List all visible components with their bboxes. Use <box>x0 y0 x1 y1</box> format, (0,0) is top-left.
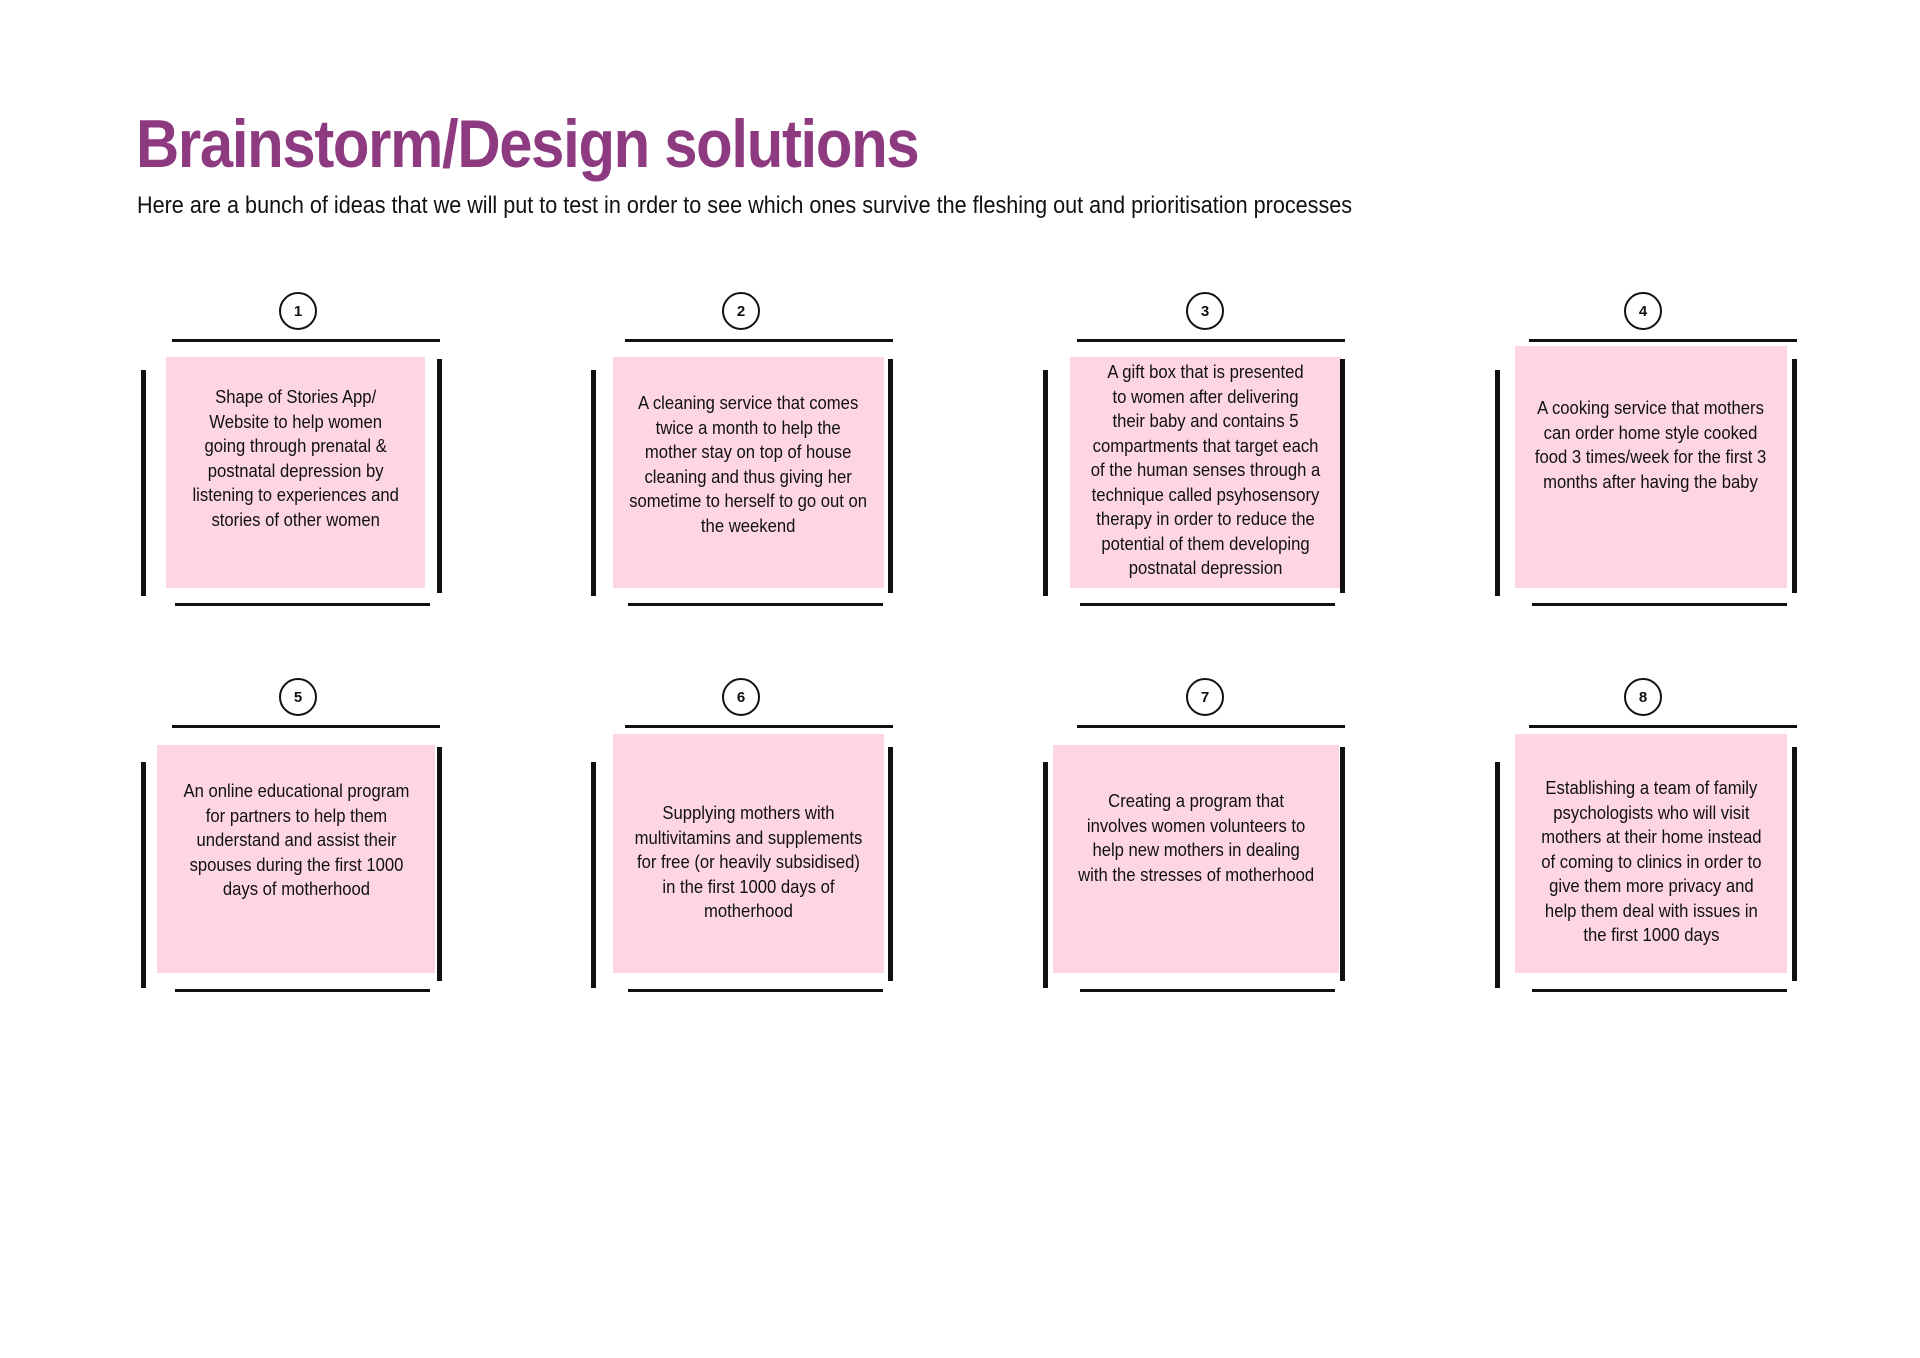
frame-left-line <box>1495 370 1500 596</box>
frame-bottom-line <box>175 603 430 606</box>
idea-card-5: 5 An online educational program for part… <box>140 678 560 1008</box>
frame-bottom-line <box>1532 603 1787 606</box>
page-subtitle: Here are a bunch of ideas that we will p… <box>137 192 1353 219</box>
frame-top-line <box>1529 725 1797 728</box>
idea-number-badge: 5 <box>279 678 317 716</box>
idea-card-7: 7 Creating a program that involves women… <box>1042 678 1462 1008</box>
frame-left-line <box>591 762 596 988</box>
frame-right-line <box>437 747 442 981</box>
frame-left-line <box>1043 762 1048 988</box>
sticky-note: A gift box that is presented to women af… <box>1070 357 1341 588</box>
frame-left-line <box>1043 370 1048 596</box>
frame-bottom-line <box>628 989 883 992</box>
sticky-note: Creating a program that involves women v… <box>1053 745 1339 973</box>
idea-number-badge: 3 <box>1186 292 1224 330</box>
idea-number-badge: 1 <box>279 292 317 330</box>
idea-text: A gift box that is presented to women af… <box>1090 361 1321 578</box>
idea-number-badge: 6 <box>722 678 760 716</box>
idea-number-badge: 7 <box>1186 678 1224 716</box>
frame-top-line <box>172 339 440 342</box>
frame-left-line <box>141 370 146 596</box>
frame-left-line <box>141 762 146 988</box>
frame-bottom-line <box>1080 603 1335 606</box>
sticky-note: Supplying mothers with multivitamins and… <box>613 734 884 973</box>
idea-card-2: 2 A cleaning service that comes twice a … <box>590 292 1010 622</box>
idea-text: Shape of Stories App/ Website to help wo… <box>192 386 399 530</box>
sticky-note: A cooking service that mothers can order… <box>1515 346 1787 588</box>
idea-text: A cleaning service that comes twice a mo… <box>629 392 868 536</box>
frame-right-line <box>1340 359 1345 593</box>
frame-top-line <box>1529 339 1797 342</box>
idea-card-8: 8 Establishing a team of family psycholo… <box>1494 678 1914 1008</box>
idea-card-6: 6 Supplying mothers with multivitamins a… <box>590 678 1010 1008</box>
sticky-note: A cleaning service that comes twice a mo… <box>613 357 884 588</box>
idea-text: An online educational program for partne… <box>183 780 409 899</box>
frame-right-line <box>888 359 893 593</box>
sticky-note: Shape of Stories App/ Website to help wo… <box>166 357 425 588</box>
frame-bottom-line <box>1080 989 1335 992</box>
idea-card-3: 3 A gift box that is presented to women … <box>1042 292 1462 622</box>
idea-number-badge: 2 <box>722 292 760 330</box>
idea-card-4: 4 A cooking service that mothers can ord… <box>1494 292 1914 622</box>
frame-right-line <box>437 359 442 593</box>
frame-bottom-line <box>1532 989 1787 992</box>
frame-top-line <box>172 725 440 728</box>
frame-left-line <box>591 370 596 596</box>
idea-text: Creating a program that involves women v… <box>1078 790 1314 885</box>
idea-card-1: 1 Shape of Stories App/ Website to help … <box>140 292 560 622</box>
frame-bottom-line <box>628 603 883 606</box>
frame-right-line <box>1792 747 1797 981</box>
idea-number-badge: 4 <box>1624 292 1662 330</box>
sticky-note: Establishing a team of family psychologi… <box>1515 734 1787 973</box>
frame-top-line <box>625 725 893 728</box>
page-title: Brainstorm/Design solutions <box>136 106 920 182</box>
frame-right-line <box>1340 747 1345 981</box>
idea-text: Establishing a team of family psychologi… <box>1540 777 1762 945</box>
sticky-note: An online educational program for partne… <box>157 745 435 973</box>
idea-text: A cooking service that mothers can order… <box>1535 397 1767 492</box>
frame-top-line <box>1077 725 1345 728</box>
frame-bottom-line <box>175 989 430 992</box>
frame-right-line <box>888 747 893 981</box>
idea-text: Supplying mothers with multivitamins and… <box>634 802 863 921</box>
frame-right-line <box>1792 359 1797 593</box>
frame-left-line <box>1495 762 1500 988</box>
frame-top-line <box>1077 339 1345 342</box>
frame-top-line <box>625 339 893 342</box>
idea-number-badge: 8 <box>1624 678 1662 716</box>
